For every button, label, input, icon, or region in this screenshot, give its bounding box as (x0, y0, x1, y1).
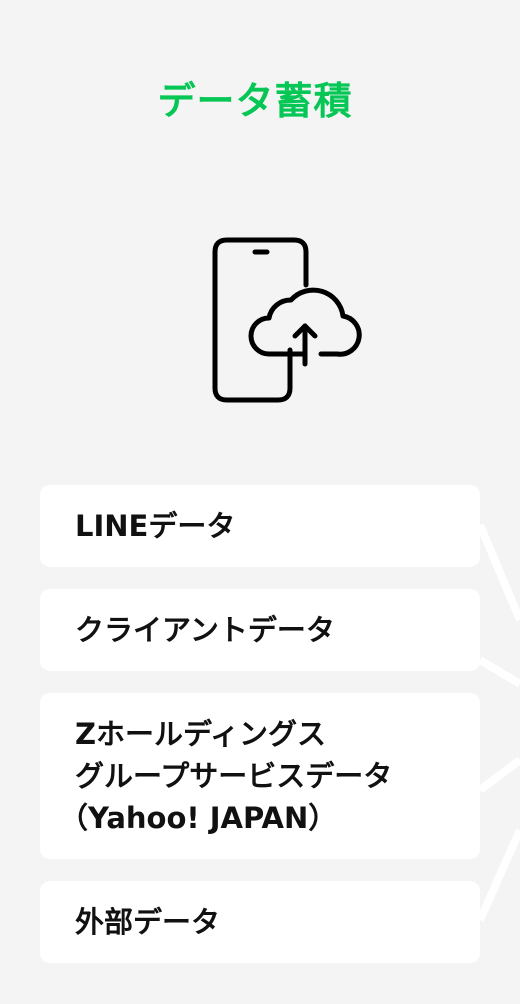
data-source-card-client: クライアントデータ (40, 589, 480, 671)
data-source-card-zholdings: Zホールディングス グループサービスデータ （Yahoo! JAPAN） (40, 693, 480, 859)
phone-cloud-upload-icon (212, 237, 362, 403)
card-label-line-1: Zホールディングス (75, 716, 326, 751)
card-label: LINEデータ (75, 508, 236, 543)
section-title: データ蓄積 (157, 79, 353, 123)
card-label: クライアントデータ (75, 612, 335, 647)
data-source-card-line: LINEデータ (40, 485, 480, 567)
card-label-line-3: （Yahoo! JAPAN） (59, 801, 338, 836)
card-label-line-2: グループサービスデータ (75, 758, 393, 793)
card-label: 外部データ (75, 904, 221, 939)
data-source-card-external: 外部データ (40, 881, 480, 963)
